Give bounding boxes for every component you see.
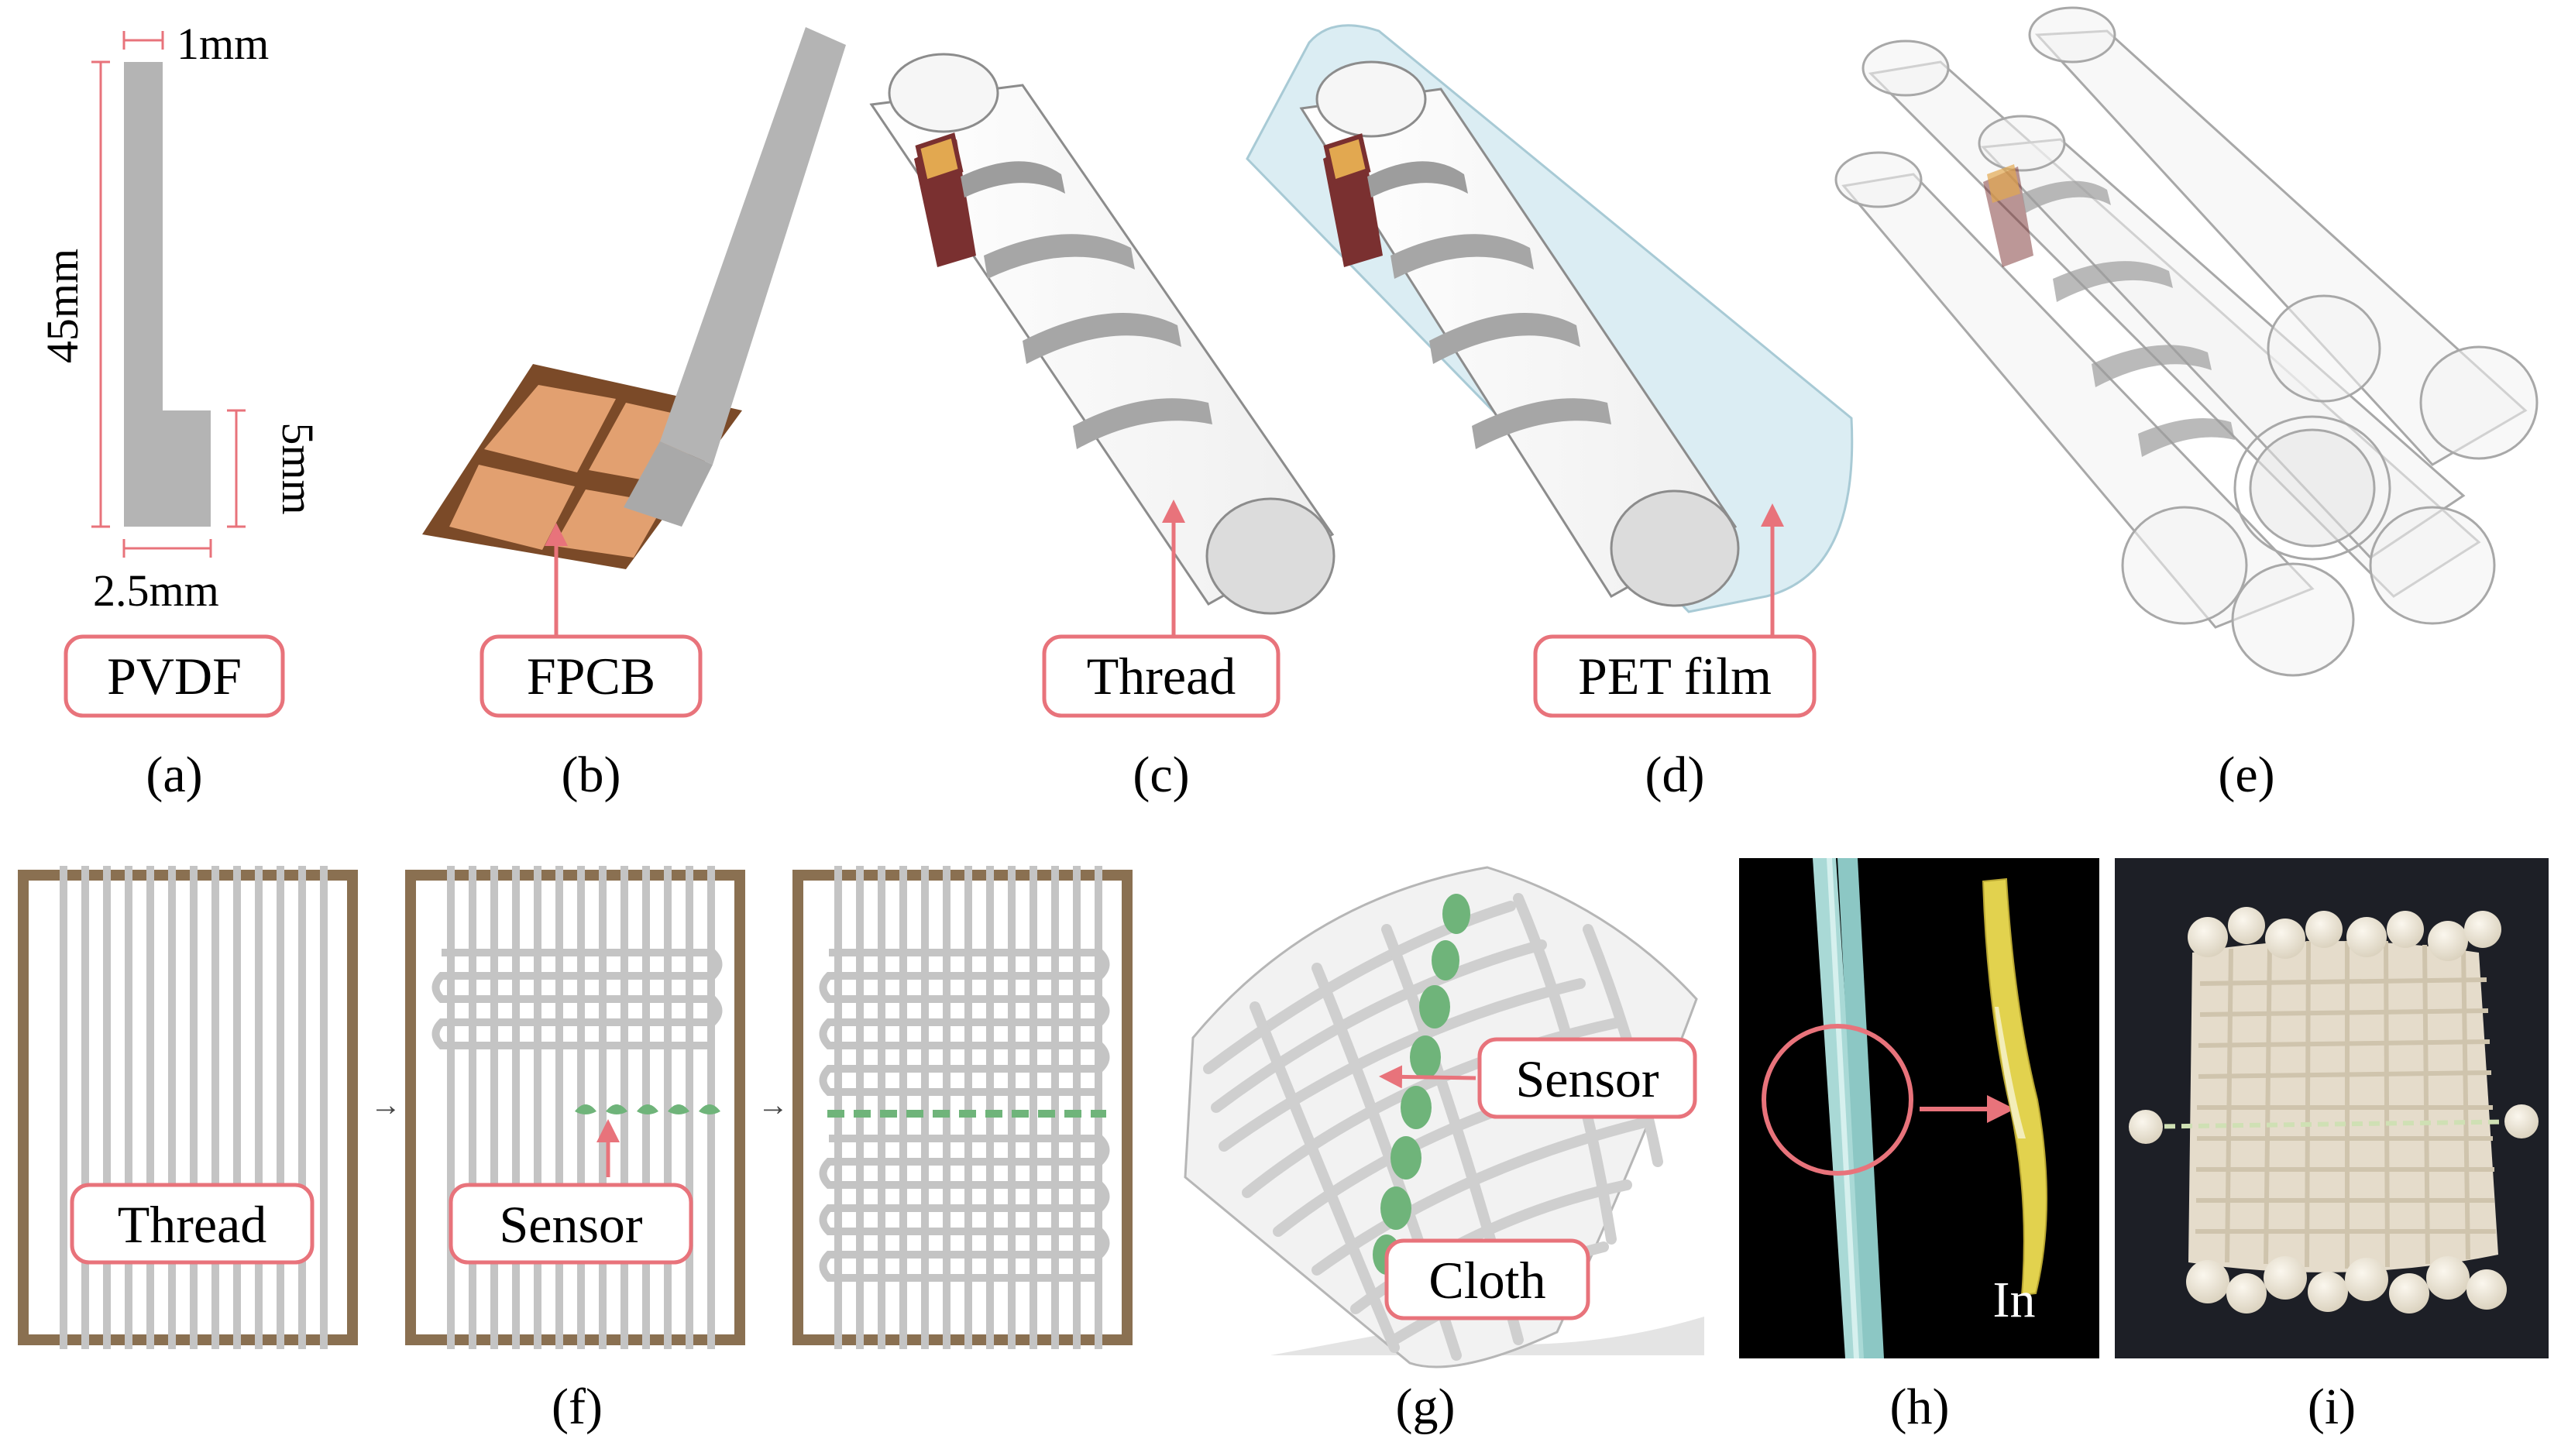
sensor-strip-photo [1982, 877, 2047, 1296]
pvdf-on-fpcb [660, 27, 846, 465]
bundle-end-2 [2231, 562, 2355, 677]
photo-h [1739, 858, 2099, 1358]
caption-i: (i) [2308, 1379, 2356, 1435]
caption-c: (c) [1133, 747, 1189, 803]
pet-thread-end [1610, 489, 1740, 607]
panel-g: Sensor Cloth (g) [1143, 852, 1708, 1435]
panel-c: Thread (c) [869, 53, 1336, 803]
caption-d: (d) [1645, 747, 1705, 803]
loom-step-2: Sensor [405, 866, 745, 1349]
panel-i: (i) [2115, 858, 2549, 1435]
dim-2-5mm: 2.5mm [93, 565, 219, 616]
panel-a: 1mm 45mm 5mm 2.5mm PVDF (a) [37, 19, 323, 803]
dim-45mm: 45mm [37, 249, 88, 363]
panel-b: FPCB (b) [422, 27, 846, 803]
dim-5mm: 5mm [273, 422, 323, 514]
pvdf-strip [124, 62, 211, 527]
bundle-end-3 [2369, 506, 2496, 625]
label-cloth: Cloth [1428, 1251, 1545, 1310]
bundle-end-5 [2267, 294, 2381, 403]
dim-1mm: 1mm [177, 19, 269, 69]
caption-e: (e) [2218, 747, 2274, 803]
label-fpcb: FPCB [527, 647, 655, 706]
thread-end [1205, 497, 1336, 615]
svg-text:→: → [370, 1087, 401, 1122]
caption-h: (h) [1890, 1379, 1950, 1435]
loom-step-1: Thread [18, 866, 358, 1349]
caption-a: (a) [146, 747, 202, 803]
label-thread-f: Thread [118, 1195, 267, 1254]
label-in: In [1993, 1272, 2036, 1328]
label-pvdf: PVDF [107, 647, 242, 706]
bundle-end-4 [2419, 345, 2539, 460]
bundle-end-1 [2121, 506, 2248, 625]
caption-f: (f) [552, 1379, 603, 1435]
label-thread-c: Thread [1087, 647, 1236, 706]
panel-e [1834, 6, 2539, 677]
label-pet-film: PET film [1578, 647, 1772, 706]
label-sensor-g: Sensor [1515, 1049, 1659, 1108]
caption-g: (g) [1396, 1379, 1456, 1435]
label-sensor-f: Sensor [499, 1195, 642, 1254]
panel-d: PET film (d) [1246, 24, 1854, 803]
bundle-center-end [2249, 428, 2376, 548]
svg-text:→: → [758, 1087, 789, 1122]
caption-b: (b) [562, 747, 621, 803]
loom-step-3 [792, 866, 1133, 1349]
panel-h: In (h) [1739, 858, 2099, 1435]
panel-f: Thread → Sen [18, 866, 1133, 1435]
